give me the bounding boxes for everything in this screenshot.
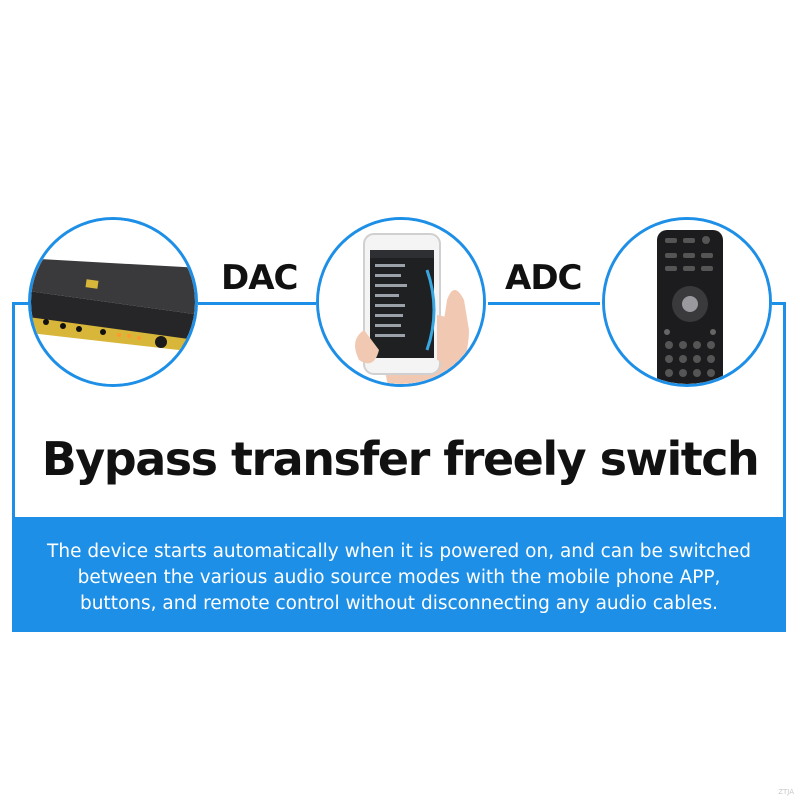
connector-adc [488,302,600,305]
phone-circle [316,217,486,387]
description-line-1: The device starts automatically when it … [47,541,751,562]
label-adc: ADC [505,258,582,298]
connector-dac [198,302,316,305]
phone-in-hand-icon [319,220,483,384]
device-circle [28,217,198,387]
connector-right [772,302,786,305]
description-line-3: buttons, and remote control without disc… [79,593,719,614]
connector-left [12,302,32,305]
dac-device-icon [31,220,195,384]
description-line-2: between the various audio source modes w… [77,567,721,588]
description-band [12,517,786,632]
headline: Bypass transfer freely switch [41,432,760,486]
remote-control-icon [605,220,769,384]
label-dac: DAC [221,258,298,298]
description-text: The device starts automatically when it … [12,539,786,617]
watermark: ZTJA [778,788,794,796]
remote-circle [602,217,772,387]
